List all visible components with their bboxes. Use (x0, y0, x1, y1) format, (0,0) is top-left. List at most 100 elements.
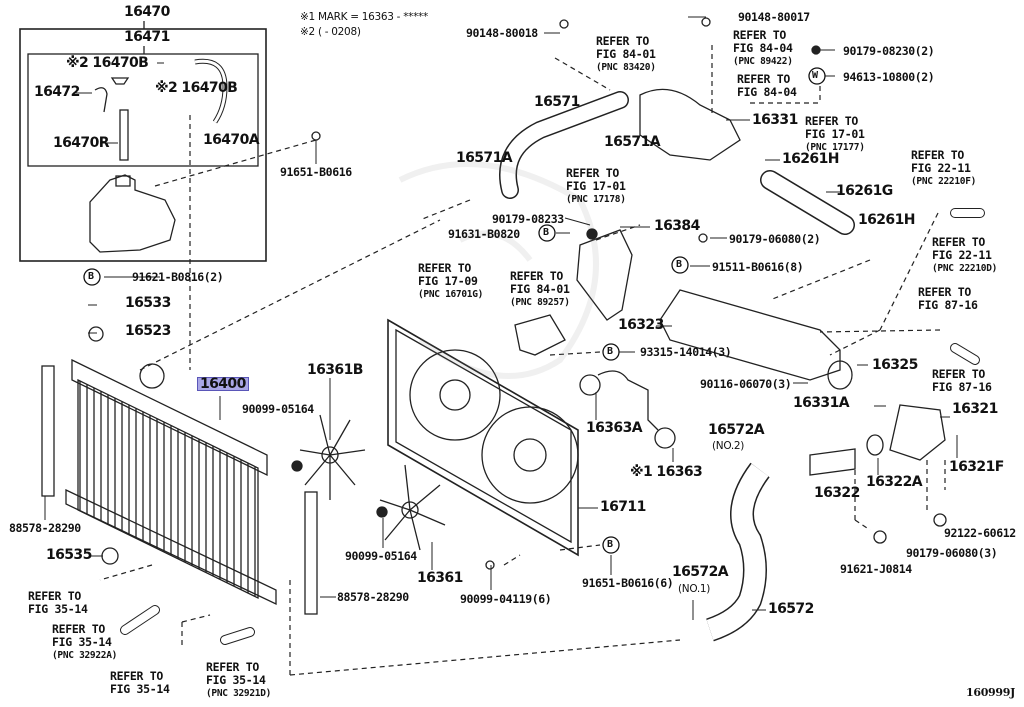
refer-line: REFER TO (733, 28, 786, 42)
refer-line: REFER TO (918, 285, 971, 299)
part-label-16384[interactable]: 16384 (654, 218, 700, 234)
refer-pnc: (PNC 17178) (566, 194, 626, 205)
refer-fig-84-04[interactable]: REFER TO FIG 84-04 (737, 73, 797, 99)
part-label-16361B[interactable]: 16361B (307, 362, 363, 378)
part-label-90099-05164[interactable]: 90099-05164 (242, 402, 314, 416)
part-label-90148-80018[interactable]: 90148-80018 (466, 26, 538, 40)
part-label-16571[interactable]: 16571 (534, 94, 580, 110)
part-label-16261H[interactable]: 16261H (858, 212, 915, 228)
b-marker: B (607, 539, 613, 550)
part-label-93315-14014[interactable]: 93315-14014(3) (640, 345, 732, 359)
refer-line: REFER TO (932, 235, 985, 249)
part-label-16363[interactable]: ※1 16363 (630, 464, 703, 480)
part-label-16470A[interactable]: 16470A (203, 132, 260, 148)
part-label-90099-04119[interactable]: 90099-04119(6) (460, 592, 552, 606)
part-label-91651-B0616[interactable]: 91651-B0616 (280, 165, 352, 179)
refer-line: FIG 84-01 (596, 47, 656, 61)
figure-id: 160999J (966, 686, 1016, 699)
refer-fig-84-04-pnc-89422[interactable]: REFER TO FIG 84-04 (PNC 89422) (733, 29, 793, 68)
refer-line: REFER TO (418, 261, 471, 275)
refer-line: FIG 84-01 (510, 282, 570, 296)
part-label-16571A[interactable]: 16571A (456, 150, 513, 166)
part-label-91651-B0616-6[interactable]: 91651-B0616(6) (582, 576, 674, 590)
refer-fig-17-09-pnc-16701g[interactable]: REFER TO FIG 17-09 (PNC 16701G) (418, 262, 483, 301)
part-label-16323[interactable]: 16323 (618, 317, 664, 333)
b-marker: B (676, 259, 682, 270)
part-label-90179-08230[interactable]: 90179-08230(2) (843, 44, 935, 58)
refer-fig-35-14-pnc-32922a[interactable]: REFER TO FIG 35-14 (PNC 32922A) (52, 623, 117, 662)
part-label-91621-J0814[interactable]: 91621-J0814 (840, 562, 912, 576)
refer-pnc: (PNC 89422) (733, 56, 793, 67)
part-label-90148-80017[interactable]: 90148-80017 (738, 10, 810, 24)
refer-fig-35-14[interactable]: REFER TO FIG 35-14 (110, 670, 170, 696)
part-label-16523[interactable]: 16523 (125, 323, 171, 339)
part-label-16325[interactable]: 16325 (872, 357, 918, 373)
part-label-90179-06080-2[interactable]: 90179-06080(2) (729, 232, 821, 246)
part-label-16363A[interactable]: 16363A (586, 420, 643, 436)
refer-pnc: (PNC 32921D) (206, 688, 272, 699)
refer-fig-87-16[interactable]: REFER TO FIG 87-16 (918, 286, 978, 312)
b-markers (83, 67, 826, 554)
refer-line: REFER TO (566, 166, 619, 180)
part-label-90179-06080-3[interactable]: 90179-06080(3) (906, 546, 998, 560)
part-label-16261H[interactable]: 16261H (782, 151, 839, 167)
part-label-16572A-no2[interactable]: 16572A (708, 422, 765, 438)
refer-pnc: (PNC 22210D) (932, 263, 998, 274)
part-label-88578-28290[interactable]: 88578-28290 (337, 590, 409, 604)
part-label-16261G[interactable]: 16261G (836, 183, 893, 199)
part-label-94613-10800[interactable]: 94613-10800(2) (843, 70, 935, 84)
part-label-90179-08233[interactable]: 90179-08233 (492, 212, 564, 226)
refer-pnc: (PNC 32922A) (52, 650, 118, 661)
part-label-16571A[interactable]: 16571A (604, 134, 661, 150)
part-label-16471[interactable]: 16471 (124, 29, 170, 45)
b-marker: B (88, 271, 94, 282)
refer-fig-84-01-pnc-83420[interactable]: REFER TO FIG 84-01 (PNC 83420) (596, 35, 656, 74)
part-label-16533[interactable]: 16533 (125, 295, 171, 311)
part-label-16331A[interactable]: 16331A (793, 395, 850, 411)
part-label-16322A[interactable]: 16322A (866, 474, 923, 490)
part-label-16470B[interactable]: ※2 16470B (66, 55, 149, 71)
part-label-16400-highlighted[interactable]: 16400 (197, 377, 249, 391)
reservoir-cap-kit-box (27, 53, 259, 167)
part-label-16331[interactable]: 16331 (752, 112, 798, 128)
part-label-16470B[interactable]: ※2 16470B (155, 80, 238, 96)
part-label-16321[interactable]: 16321 (952, 401, 998, 417)
refer-line: FIG 84-04 (737, 85, 797, 99)
note-text: MARK = 16363 - ***** (317, 11, 428, 23)
refer-fig-17-01-pnc-17177[interactable]: REFER TO FIG 17-01 (PNC 17177) (805, 115, 865, 154)
refer-line: REFER TO (805, 114, 858, 128)
refer-fig-35-14-pnc-32921d[interactable]: REFER TO FIG 35-14 (PNC 32921D) (206, 661, 271, 700)
part-label-16361[interactable]: 16361 (417, 570, 463, 586)
part-label-16711[interactable]: 16711 (600, 499, 646, 515)
part-label-16572A-no1[interactable]: 16572A (672, 564, 729, 580)
reservoir-kit-box (19, 28, 267, 262)
refer-line: FIG 87-16 (932, 380, 992, 394)
part-label-90099-05164[interactable]: 90099-05164 (345, 549, 417, 563)
part-label-16470R[interactable]: 16470R (53, 135, 109, 151)
part-label-90116-06070[interactable]: 90116-06070(3) (700, 377, 792, 391)
part-label-16472[interactable]: 16472 (34, 84, 80, 100)
side-seal-right (304, 491, 318, 615)
refer-fig-22-11-pnc-22210f[interactable]: REFER TO FIG 22-11 (PNC 22210F) (911, 149, 976, 188)
part-label-16470[interactable]: 16470 (124, 4, 170, 20)
refer-fig-22-11-pnc-22210d[interactable]: REFER TO FIG 22-11 (PNC 22210D) (932, 236, 997, 275)
note-2: ※2 ( - 0208) (300, 26, 361, 38)
part-label-16321F[interactable]: 16321F (949, 459, 1004, 475)
part-label-91621-B0816[interactable]: 91621-B0816(2) (132, 270, 224, 284)
refer-line: FIG 22-11 (932, 248, 992, 262)
part-label-16535[interactable]: 16535 (46, 547, 92, 563)
part-label-91511-B0616[interactable]: 91511-B0616(8) (712, 260, 804, 274)
part-label-16322[interactable]: 16322 (814, 485, 860, 501)
refer-fig-35-14[interactable]: REFER TO FIG 35-14 (28, 590, 88, 616)
part-label-88578-28290[interactable]: 88578-28290 (9, 521, 81, 535)
refer-fig-87-16[interactable]: REFER TO FIG 87-16 (932, 368, 992, 394)
motor-16363-shape (654, 427, 676, 449)
refer-line: REFER TO (510, 269, 563, 283)
part-label-91631-B0820[interactable]: 91631-B0820 (448, 227, 520, 241)
refer-fig-84-01-pnc-89257[interactable]: REFER TO FIG 84-01 (PNC 89257) (510, 270, 570, 309)
part-label-16572[interactable]: 16572 (768, 601, 814, 617)
refer-fig-17-01-pnc-17178[interactable]: REFER TO FIG 17-01 (PNC 17178) (566, 167, 626, 206)
housing-16323-shape (659, 289, 841, 381)
part-label-92122-60612[interactable]: 92122-60612 (944, 526, 1016, 540)
